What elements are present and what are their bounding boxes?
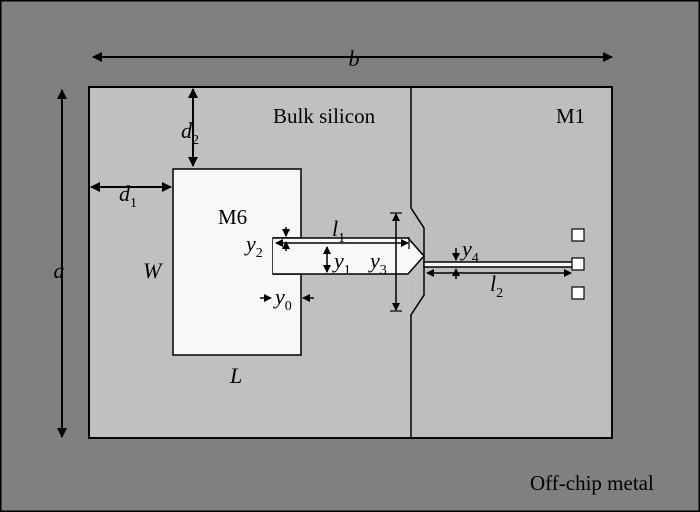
- dimension-y2-label: y2: [244, 231, 263, 261]
- chip-outline: [88, 86, 613, 439]
- dimension-d1-label: d1: [119, 181, 137, 211]
- dimension-b-label: b: [349, 46, 360, 71]
- dimension-l2-label: l2: [490, 271, 503, 301]
- bulk-silicon-label: Bulk silicon: [273, 104, 376, 128]
- m1-label: M1: [556, 104, 585, 128]
- off-chip-metal-label: Off-chip metal: [530, 471, 654, 495]
- dimension-y1-label: y1: [332, 248, 351, 278]
- pad-bottom: [571, 286, 585, 300]
- dimension-a-label: a: [54, 258, 65, 283]
- pad-middle: [571, 257, 585, 271]
- m6-label: M6: [218, 205, 247, 229]
- dimension-y3-label: y3: [368, 248, 387, 278]
- dimension-d2-label: d2: [181, 118, 199, 148]
- width-W-label: W: [143, 258, 163, 283]
- dimension-l1-label: l1: [332, 216, 345, 246]
- dimension-y0-label: y0: [273, 284, 292, 314]
- m1-feed-line: [423, 261, 575, 268]
- dimension-y4-label: y4: [460, 236, 479, 266]
- length-L-label: L: [229, 363, 242, 388]
- pad-top: [571, 228, 585, 242]
- feed-taper: [273, 237, 426, 275]
